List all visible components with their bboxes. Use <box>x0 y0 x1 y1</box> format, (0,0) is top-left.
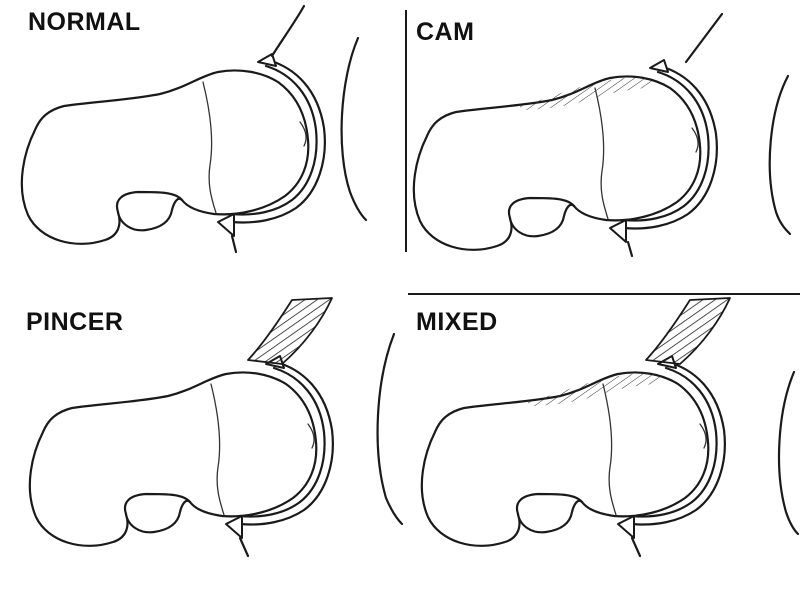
ischium-line-normal <box>230 234 238 254</box>
ischium-line-mixed <box>630 536 642 558</box>
panel-pincer: PINCER <box>26 297 404 558</box>
pelvic-curve-normal <box>340 36 368 222</box>
ischium-line-pincer <box>238 536 250 558</box>
label-pincer: PINCER <box>26 308 123 336</box>
ischium-line-cam <box>626 240 634 258</box>
pelvic-curve-mixed <box>777 370 800 536</box>
panel-normal: NORMAL <box>20 4 368 254</box>
pincer-wedge-mixed <box>645 297 731 365</box>
label-normal: NORMAL <box>28 8 141 36</box>
label-mixed: MIXED <box>416 308 498 336</box>
pelvis-line-normal <box>270 4 306 58</box>
label-cam: CAM <box>416 18 474 46</box>
pelvic-curve-cam <box>768 74 792 236</box>
panel-mixed: MIXED <box>416 297 800 558</box>
femur-pincer <box>28 371 318 547</box>
femur-normal <box>20 69 310 245</box>
pelvic-curve-pincer <box>376 332 404 526</box>
pincer-wedge <box>247 297 333 365</box>
panel-cam: CAM <box>412 12 792 258</box>
pelvis-line-cam <box>684 12 724 64</box>
